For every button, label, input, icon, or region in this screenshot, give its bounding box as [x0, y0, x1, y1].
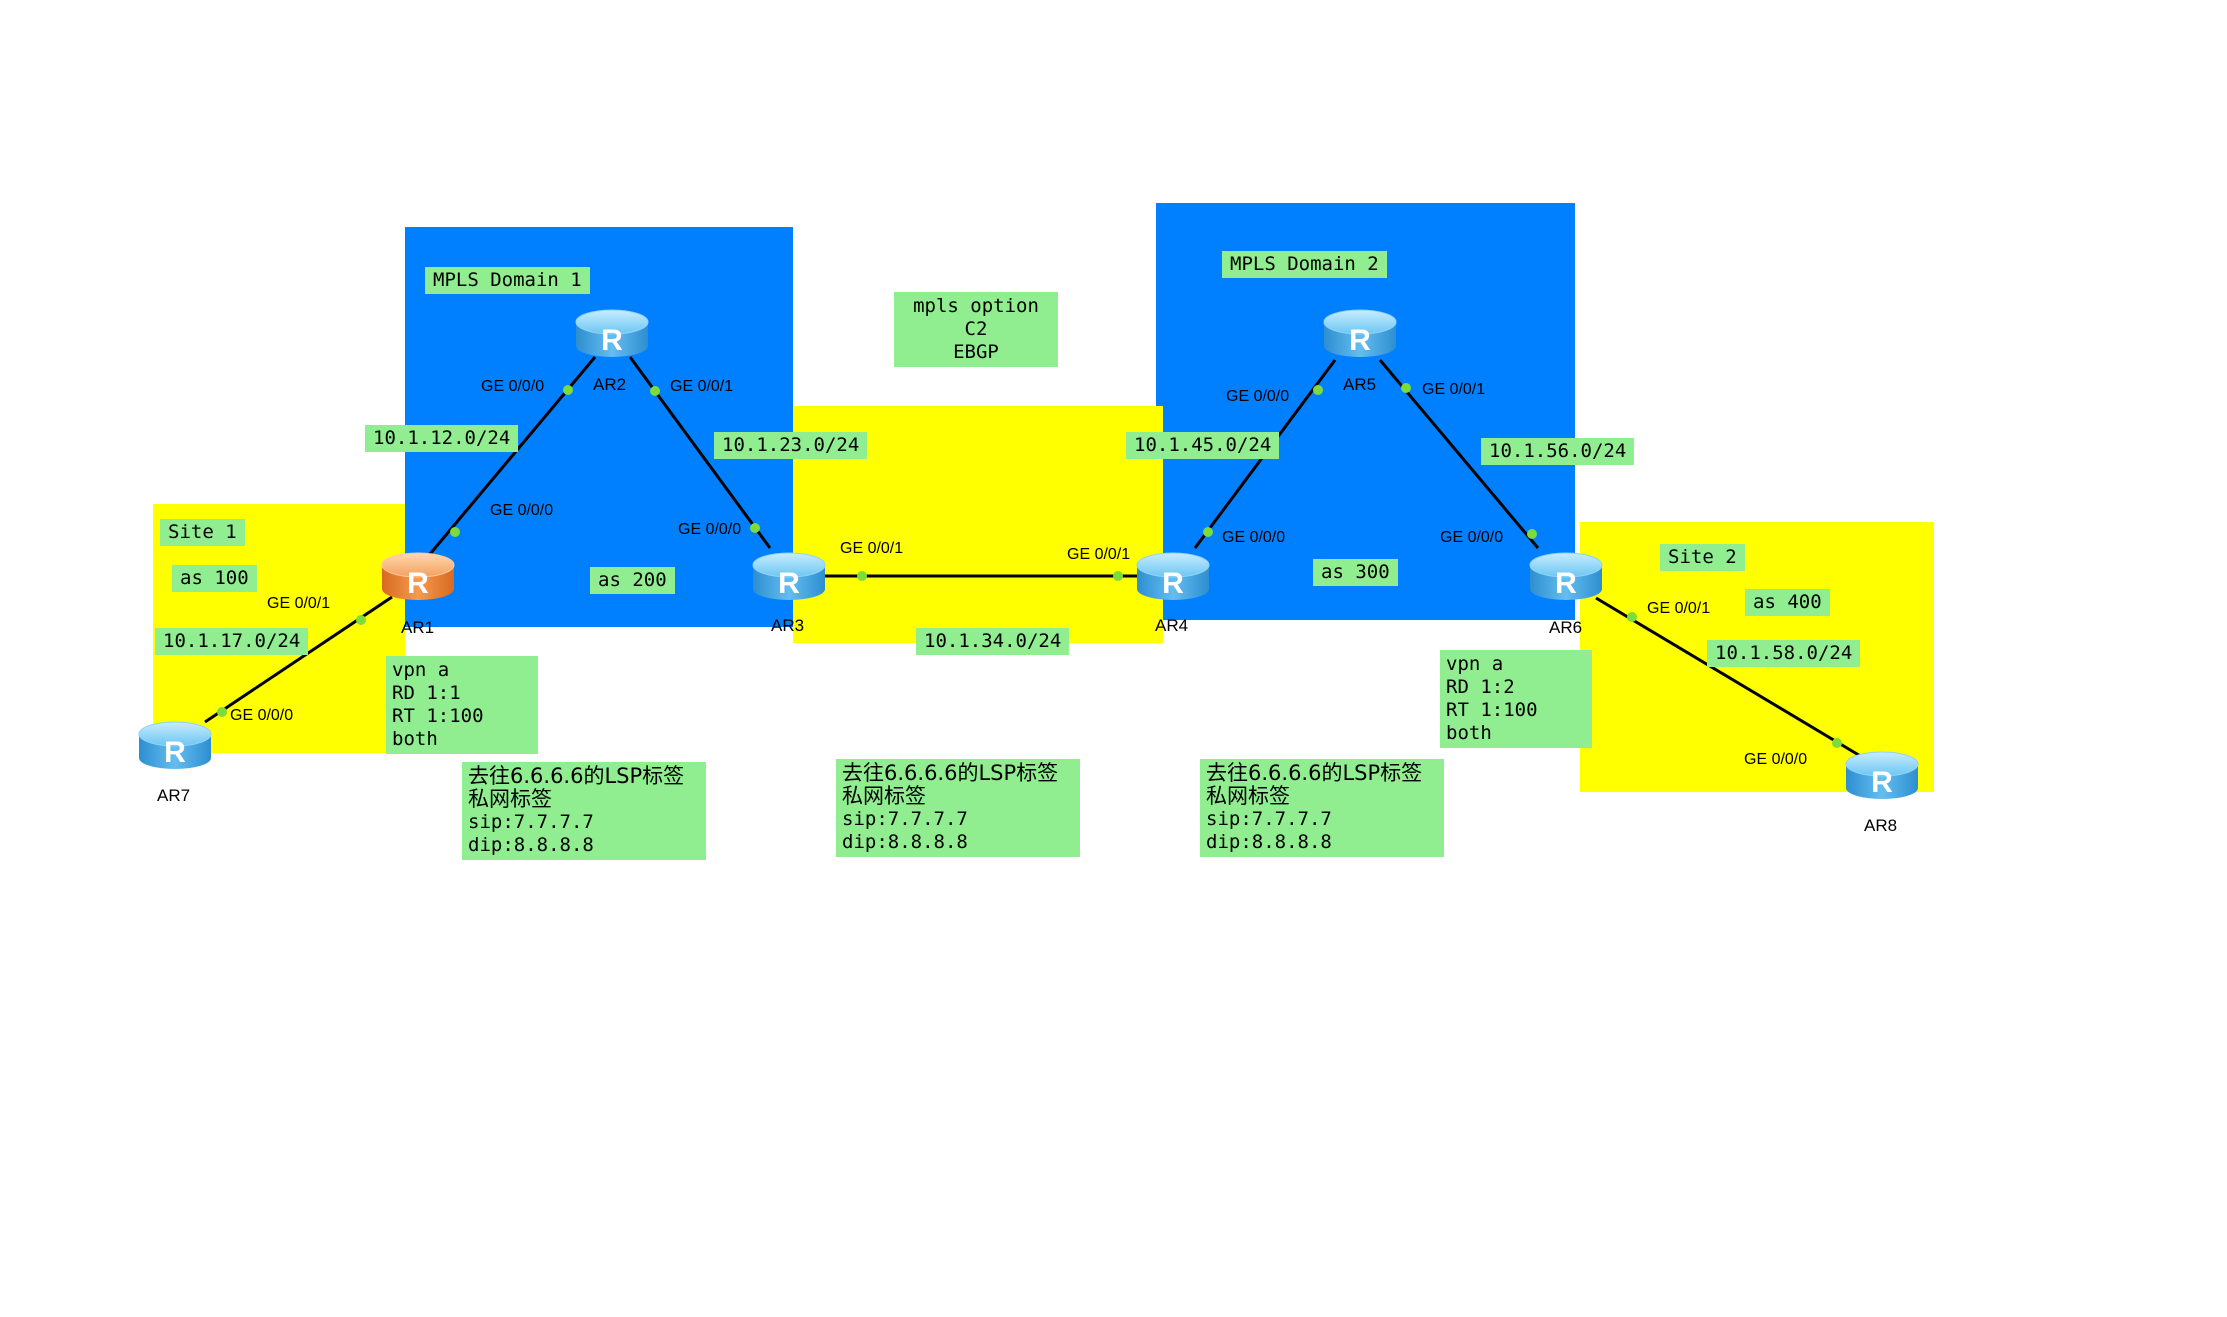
router-name-ar8: AR8: [1864, 816, 1898, 835]
note-3-sip: sip:7.7.7.7: [1206, 808, 1332, 830]
port-dot: [1401, 383, 1411, 393]
interface-label-ar2-ge001: GE 0/0/1: [670, 378, 734, 395]
router-ar4-icon[interactable]: [1136, 552, 1210, 601]
subnet-label-23: 10.1.23.0/24: [714, 432, 868, 459]
interface-label-ar3-ge000: GE 0/0/0: [678, 521, 742, 538]
router-name-ar3: AR3: [771, 616, 805, 635]
interface-label-ar6-ge001: GE 0/0/1: [1647, 600, 1711, 617]
router-name-ar5: AR5: [1343, 375, 1377, 394]
port-dot: [650, 386, 660, 396]
router-name-ar4: AR4: [1155, 616, 1189, 635]
router-name-ar2: AR2: [593, 375, 627, 394]
link-ar6-ar8: [1595, 596, 1863, 759]
note-1-dip: dip:8.8.8.8: [468, 834, 594, 856]
port-dot: [217, 707, 227, 717]
note-2-sip: sip:7.7.7.7: [842, 808, 968, 830]
interface-label-ar5-ge000: GE 0/0/0: [1226, 388, 1290, 405]
subnet-label-34: 10.1.34.0/24: [916, 628, 1070, 655]
note-1-lsp-label: 去往6.6.6.6的LSP标签: [468, 764, 685, 788]
port-dot: [1313, 385, 1323, 395]
mpls-domain-2-label: MPLS Domain 2: [1222, 251, 1387, 278]
port-dot: [1627, 612, 1637, 622]
vpn-left-line-1: vpn a: [392, 659, 450, 681]
label-stack-note-3: 去往6.6.6.6的LSP标签 私网标签 sip:7.7.7.7 dip:8.8…: [1200, 759, 1444, 857]
interface-label-ar1-ge000: GE 0/0/0: [490, 502, 554, 519]
subnet-label-45: 10.1.45.0/24: [1126, 432, 1280, 459]
note-2-private-label: 私网标签: [842, 784, 926, 808]
subnet-label-17: 10.1.17.0/24: [155, 628, 309, 655]
port-dots: [217, 383, 1842, 748]
port-dot: [1832, 738, 1842, 748]
port-dot: [1527, 529, 1537, 539]
port-dot: [1203, 527, 1213, 537]
port-dot: [356, 615, 366, 625]
router-ar2-icon[interactable]: [575, 309, 649, 358]
vpn-config-right: vpn a RD 1:2 RT 1:100 both: [1440, 650, 1592, 748]
option-c-line-2: EBGP: [953, 341, 999, 363]
vpn-config-left: vpn a RD 1:1 RT 1:100 both: [386, 656, 538, 754]
interface-label-ar7-ge000: GE 0/0/0: [230, 707, 294, 724]
vpn-left-line-2: RD 1:1: [392, 682, 461, 704]
interface-label-ar2-ge000: GE 0/0/0: [481, 378, 545, 395]
note-2-lsp-label: 去往6.6.6.6的LSP标签: [842, 761, 1059, 785]
note-3-dip: dip:8.8.8.8: [1206, 831, 1332, 853]
link-ar1-ar7: [204, 595, 393, 724]
mpls-domain-1-label: MPLS Domain 1: [425, 267, 590, 294]
interface-label-ar4-ge001: GE 0/0/1: [1067, 546, 1131, 563]
option-c-label: mpls option C2 EBGP: [894, 292, 1058, 367]
option-c-line-1: mpls option C2: [913, 295, 1039, 340]
router-ar7-icon[interactable]: [138, 721, 212, 770]
note-3-lsp-label: 去往6.6.6.6的LSP标签: [1206, 761, 1423, 785]
port-dot: [1113, 571, 1123, 581]
as-100-label: as 100: [172, 565, 257, 592]
label-stack-note-2: 去往6.6.6.6的LSP标签 私网标签 sip:7.7.7.7 dip:8.8…: [836, 759, 1080, 857]
router-ar8-icon[interactable]: [1845, 751, 1919, 800]
interface-label-ar6-ge000: GE 0/0/0: [1440, 529, 1504, 546]
router-ar5-icon[interactable]: [1323, 309, 1397, 358]
note-3-private-label: 私网标签: [1206, 784, 1290, 808]
interface-label-ar5-ge001: GE 0/0/1: [1422, 381, 1486, 398]
interface-label-ar8-ge000: GE 0/0/0: [1744, 751, 1808, 768]
router-name-ar6: AR6: [1549, 618, 1583, 637]
subnet-label-56: 10.1.56.0/24: [1481, 438, 1635, 465]
port-dot: [563, 385, 573, 395]
vpn-left-line-3: RT 1:100 both: [392, 705, 484, 750]
subnet-label-58: 10.1.58.0/24: [1707, 640, 1861, 667]
interface-label-ar3-ge001: GE 0/0/1: [840, 540, 904, 557]
as-200-label: as 200: [590, 567, 675, 594]
as-300-label: as 300: [1313, 559, 1398, 586]
vpn-right-line-2: RD 1:2: [1446, 676, 1515, 698]
port-dot: [450, 527, 460, 537]
router-name-ar1: AR1: [401, 618, 435, 637]
site-2-label: Site 2: [1660, 544, 1745, 571]
port-dot: [857, 571, 867, 581]
note-1-sip: sip:7.7.7.7: [468, 811, 594, 833]
interface-label-ar4-ge000: GE 0/0/0: [1222, 529, 1286, 546]
router-ar6-icon[interactable]: [1529, 552, 1603, 601]
router-name-ar7: AR7: [157, 786, 191, 805]
subnet-label-12: 10.1.12.0/24: [365, 425, 519, 452]
interface-label-ar1-ge001: GE 0/0/1: [267, 595, 331, 612]
router-ar3-icon[interactable]: [752, 552, 826, 601]
port-dot: [750, 523, 760, 533]
vpn-right-line-3: RT 1:100 both: [1446, 699, 1538, 744]
note-2-dip: dip:8.8.8.8: [842, 831, 968, 853]
vpn-right-line-1: vpn a: [1446, 653, 1504, 675]
as-400-label: as 400: [1745, 589, 1830, 616]
label-stack-note-1: 去往6.6.6.6的LSP标签 私网标签 sip:7.7.7.7 dip:8.8…: [462, 762, 706, 860]
router-ar1-icon[interactable]: [381, 552, 455, 601]
note-1-private-label: 私网标签: [468, 787, 552, 811]
site-1-label: Site 1: [160, 519, 245, 546]
